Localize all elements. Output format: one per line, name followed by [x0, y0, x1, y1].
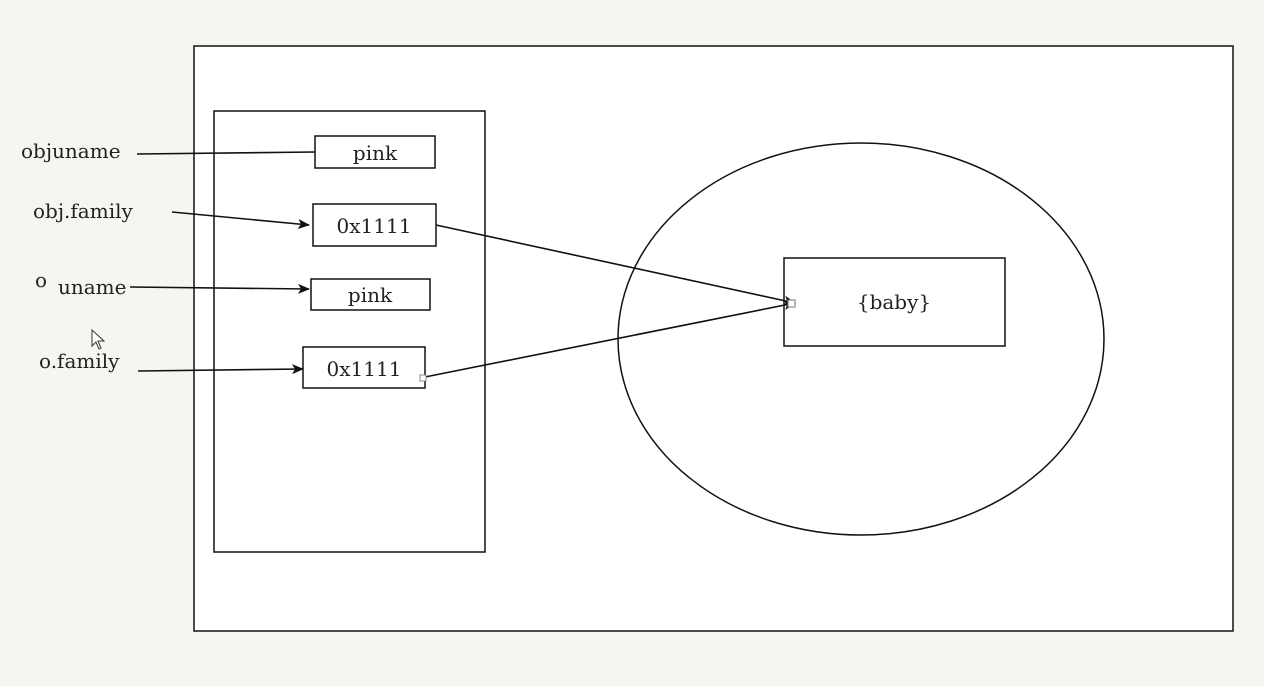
stack-value-o-uname: pink [348, 283, 393, 307]
reference-arrow-o-family [424, 300, 796, 378]
stack-value-box-obj-uname [314, 135, 436, 169]
var-label-obj-uname: objuname [21, 139, 121, 163]
heap-object-box [783, 257, 1006, 347]
reference-arrow-obj-family [435, 224, 796, 306]
heap-object-label: {baby} [857, 290, 931, 314]
stack-value-obj-family: 0x1111 [337, 214, 412, 238]
connection-handle-heap [787, 299, 796, 308]
connector-obj-uname [136, 151, 316, 155]
var-label-uname: uname [58, 275, 127, 299]
arrow-obj-family [171, 211, 310, 229]
mouse-pointer-icon [91, 328, 106, 350]
var-label-o-family: o.family [39, 349, 120, 373]
stack-value-box-obj-family [312, 203, 437, 247]
var-label-o: o [35, 268, 47, 292]
connection-handle-o-family [419, 374, 427, 382]
var-label-obj-family: obj.family [33, 199, 133, 223]
arrow-o-uname [129, 283, 310, 294]
stack-value-box-o-uname [310, 278, 431, 311]
arrow-o-family [137, 364, 304, 375]
stack-panel [213, 110, 486, 553]
stack-value-box-o-family [302, 346, 426, 389]
stack-value-o-family: 0x1111 [327, 357, 402, 381]
stack-value-obj-uname: pink [353, 141, 398, 165]
